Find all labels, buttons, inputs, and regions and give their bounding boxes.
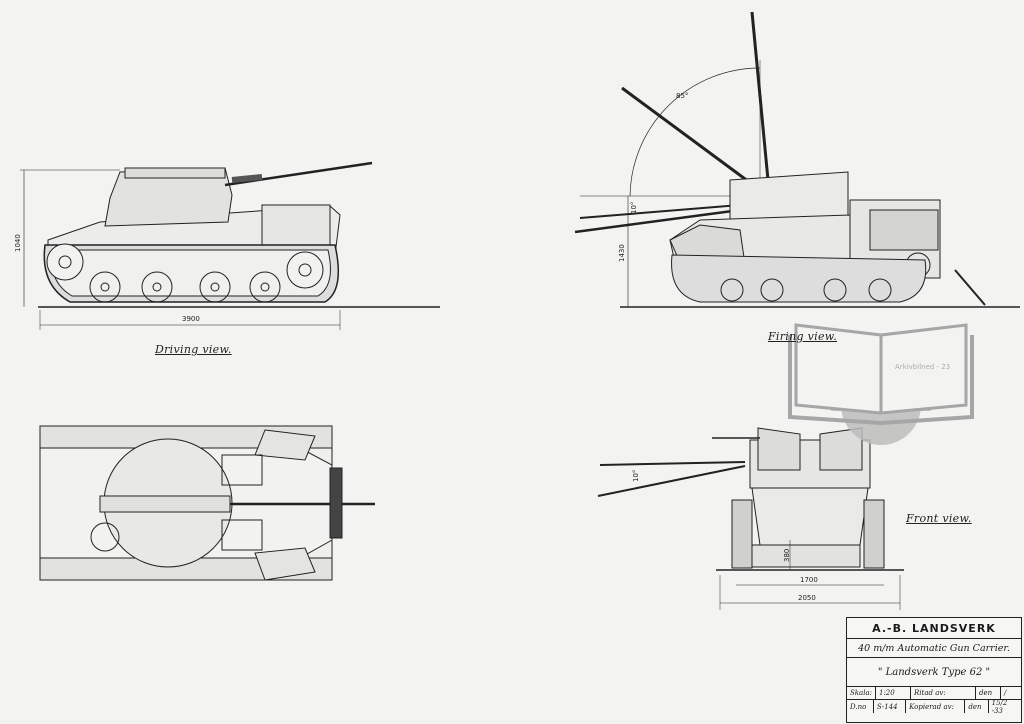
- driving-length-dim: 3900: [182, 315, 200, 323]
- driving-height-dim: 1040: [14, 234, 22, 252]
- drawn-by-label: Ritad av:: [911, 687, 976, 699]
- title-block: A.-B. LANDSVERK 40 m/m Automatic Gun Car…: [846, 617, 1022, 723]
- scale-label: Skala:: [847, 687, 876, 699]
- firing-depression-dim: 10°: [630, 201, 638, 214]
- number-value: S-144: [874, 700, 907, 713]
- firing-height-dim: 1430: [618, 244, 626, 262]
- front-ground-dim: 380: [783, 548, 791, 562]
- scale-value: 1:20: [876, 687, 911, 699]
- top-view-drawing: [39, 425, 375, 581]
- date-label-1: den: [976, 687, 1001, 699]
- driving-view-caption: Driving view.: [155, 343, 232, 356]
- archive-watermark-logo: [788, 323, 974, 445]
- company-name: A.-B. LANDSVERK: [847, 618, 1021, 639]
- front-width-dim: 2050: [798, 594, 816, 602]
- number-label: D.no: [847, 700, 874, 713]
- firing-view-caption: Firing view.: [768, 330, 837, 343]
- firing-elevation-dim: 85°: [676, 92, 689, 100]
- front-view-caption: Front view.: [906, 512, 972, 525]
- scale-row: Skala: 1:20 Ritad av: den /: [847, 687, 1021, 700]
- drawing-description: 40 m/m Automatic Gun Carrier.: [847, 639, 1021, 658]
- vehicle-name: " Landsverk Type 62 ": [847, 658, 1021, 687]
- number-row: D.no S-144 Kopierad av: den 15/2 -33: [847, 698, 1021, 715]
- copied-by-label: Kopierad av:: [906, 700, 966, 713]
- date-value-2: 15/2 -33: [991, 698, 1008, 715]
- watermark-text: Arkivbilned - 23: [895, 363, 951, 371]
- front-view-drawing: [597, 427, 904, 610]
- firing-view-drawing: [574, 11, 1020, 308]
- front-track-dim: 1700: [800, 576, 818, 584]
- front-depression-dim: 10°: [632, 469, 640, 482]
- date-label-2: den: [965, 700, 989, 713]
- driving-view-drawing: [20, 161, 440, 330]
- date-value-1: /: [1004, 689, 1007, 697]
